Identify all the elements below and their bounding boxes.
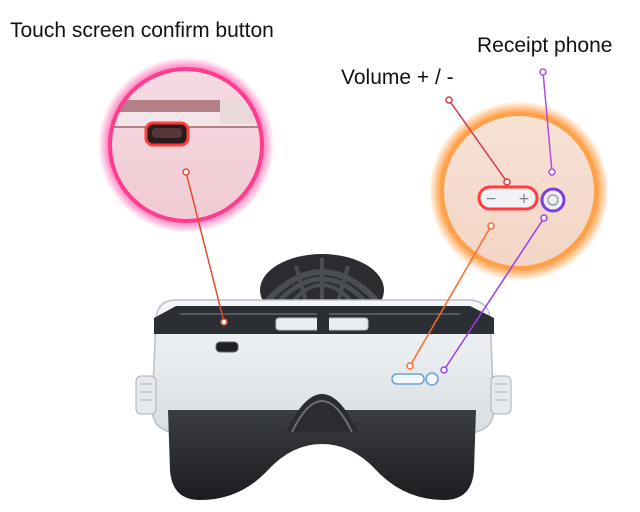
left-knob	[135, 375, 157, 415]
phone-button-zoom	[540, 187, 566, 213]
touch-confirm-button	[215, 341, 239, 353]
face-cushion	[168, 410, 476, 500]
volume-headset-leader	[409, 225, 492, 367]
volume-rocker-zoom	[477, 185, 539, 211]
touch-button-zoom	[98, 57, 274, 233]
leader-lines	[182, 68, 556, 374]
volume-label-leader	[448, 99, 508, 183]
phone-answer-button	[425, 372, 439, 386]
touch-button-label: Touch screen confirm button	[10, 19, 274, 42]
right-knob	[490, 375, 512, 415]
volume-minus-symbol: −	[485, 191, 497, 207]
volume-rocker	[391, 373, 425, 385]
phone-label-leader	[542, 71, 553, 173]
volume-plus-symbol: +	[518, 191, 530, 207]
volume-label: Volume + / -	[341, 66, 454, 89]
volume-phone-zoom: − +	[429, 101, 609, 281]
touch-leader-line	[185, 171, 225, 323]
receipt-phone-label: Receipt phone	[477, 34, 613, 57]
phone-headset-leader	[443, 217, 545, 371]
vr-headset	[135, 254, 512, 500]
